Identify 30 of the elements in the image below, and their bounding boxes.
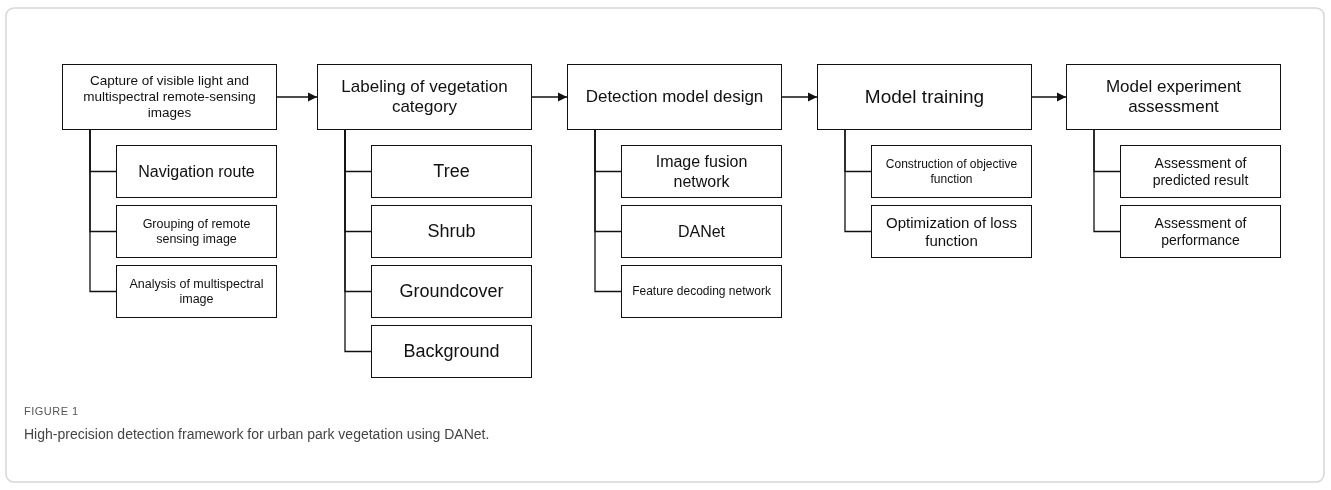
process-box: Model experiment assessment bbox=[1066, 64, 1281, 130]
process-box: Labeling of vegetation category bbox=[317, 64, 532, 130]
figure-number: FIGURE 1 bbox=[24, 405, 79, 417]
sub-step-box: Navigation route bbox=[116, 145, 277, 198]
tree-connector bbox=[844, 129, 872, 233]
sub-step-box: Optimization of loss function bbox=[871, 205, 1032, 258]
sub-step-box: Image fusion network bbox=[621, 145, 782, 198]
tree-connector bbox=[594, 129, 622, 293]
tree-connector bbox=[1093, 129, 1121, 233]
sub-step-box: Analysis of multispectral image bbox=[116, 265, 277, 318]
sub-step-box: Feature decoding network bbox=[621, 265, 782, 318]
arrow bbox=[781, 92, 818, 102]
sub-step-box: Construction of objective function bbox=[871, 145, 1032, 198]
sub-step-box: Groundcover bbox=[371, 265, 532, 318]
arrow bbox=[1031, 92, 1067, 102]
process-box: Detection model design bbox=[567, 64, 782, 130]
process-box: Capture of visible light and multispectral remote-sensing images bbox=[62, 64, 277, 130]
sub-step-box: Shrub bbox=[371, 205, 532, 258]
sub-step-box: DANet bbox=[621, 205, 782, 258]
figure-caption: High-precision detection framework for urban park vegetation using DANet. bbox=[24, 426, 490, 442]
sub-step-box: Background bbox=[371, 325, 532, 378]
arrow bbox=[531, 92, 568, 102]
sub-step-box: Tree bbox=[371, 145, 532, 198]
sub-step-box: Grouping of remote sensing image bbox=[116, 205, 277, 258]
tree-connector bbox=[344, 129, 372, 353]
tree-connector bbox=[89, 129, 117, 293]
sub-step-box: Assessment of performance bbox=[1120, 205, 1281, 258]
process-box: Model training bbox=[817, 64, 1032, 130]
sub-step-box: Assessment of predicted result bbox=[1120, 145, 1281, 198]
arrow bbox=[276, 92, 318, 102]
